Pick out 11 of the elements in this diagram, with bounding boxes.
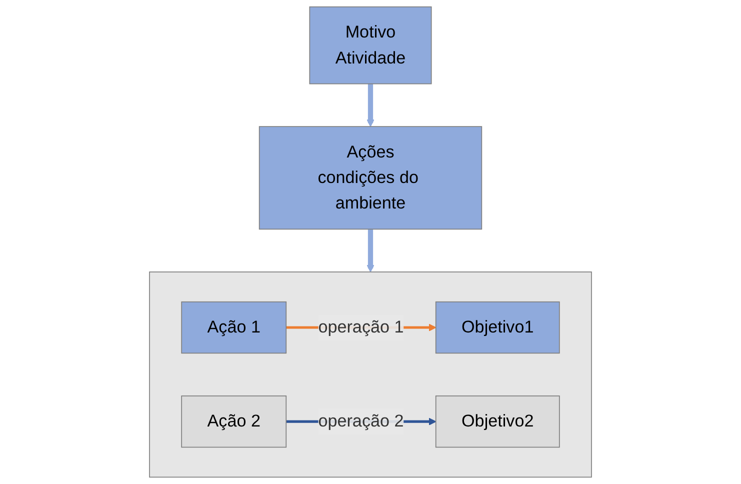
node-box: Objetivo2 xyxy=(435,396,560,448)
edge-label: operação 2 xyxy=(318,412,404,431)
arrow xyxy=(366,229,374,272)
node-box: Ação 2 xyxy=(181,396,287,448)
edge-label: operação 1 xyxy=(318,318,404,337)
cluster xyxy=(149,272,592,478)
node-box: Ações condições do ambiente xyxy=(258,126,482,230)
node-box: Ação 1 xyxy=(181,301,287,354)
node-box: Objetivo1 xyxy=(435,301,560,354)
node-box: Motivo Atividade xyxy=(309,6,432,84)
arrow xyxy=(366,84,374,127)
